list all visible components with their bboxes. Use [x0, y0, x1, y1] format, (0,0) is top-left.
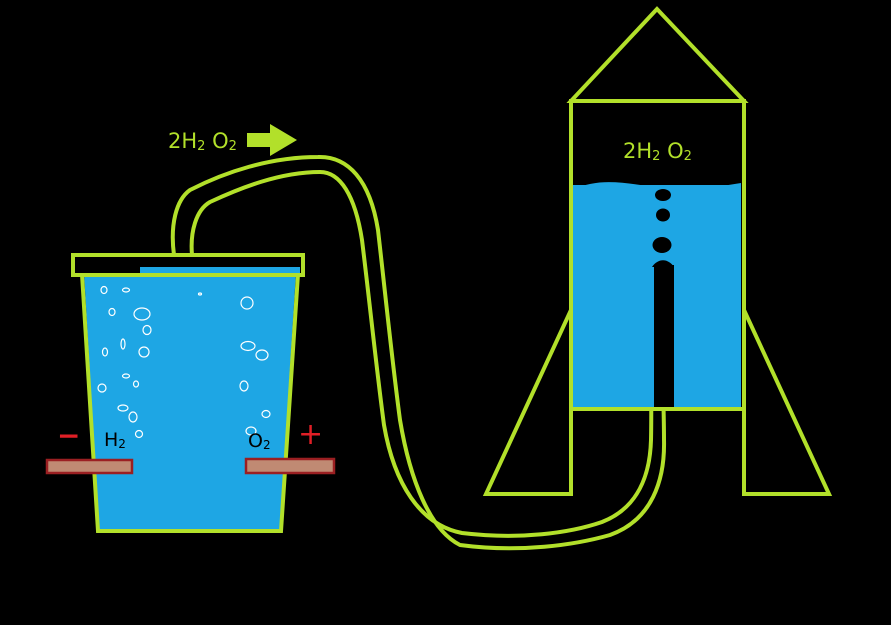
- rocket-right-fin: [742, 309, 833, 496]
- anode-gas-label: O2: [248, 430, 271, 452]
- bubble: [120, 338, 126, 350]
- cup-bubbles: [97, 285, 271, 439]
- anode-sign: +: [298, 417, 323, 452]
- bubble: [197, 292, 203, 296]
- bubble: [108, 307, 116, 317]
- gas-bubble: [652, 237, 672, 253]
- gas-bubble: [655, 189, 671, 201]
- gas-hose: [170, 154, 667, 551]
- rocket-nose-cone: [566, 6, 749, 103]
- flow-arrow-icon: [247, 124, 297, 156]
- hose-outer-wall: [170, 154, 667, 551]
- bubble: [133, 307, 151, 321]
- bubble: [240, 340, 256, 352]
- bubble: [117, 404, 129, 412]
- lid-water-line: [140, 267, 300, 273]
- cup-water: [84, 272, 296, 530]
- bubble: [128, 411, 138, 423]
- rocket: [482, 6, 833, 496]
- hose-channel-top: [652, 260, 674, 267]
- rocket-left-fin: [482, 309, 573, 496]
- arrow-label: 2H2 O2: [168, 129, 237, 154]
- bubble: [121, 373, 131, 379]
- gas-bubble: [656, 208, 670, 222]
- electrolysis-cup: [71, 253, 305, 533]
- bubble: [261, 409, 271, 419]
- bubble: [239, 380, 249, 392]
- cathode-sign: −: [57, 419, 80, 452]
- bubble: [97, 383, 107, 393]
- bubble: [132, 380, 140, 388]
- bubble: [138, 346, 150, 358]
- bubble: [245, 426, 257, 436]
- tank-gas-label: 2H2 O2: [623, 139, 692, 164]
- bubble: [255, 349, 269, 361]
- bubble: [240, 296, 254, 310]
- bubble: [121, 287, 131, 293]
- hose-channel: [654, 265, 674, 410]
- bubble: [134, 429, 144, 439]
- anode-electrode: [244, 457, 336, 475]
- fuel-surface-wave: [573, 182, 741, 196]
- bubble: [101, 347, 109, 357]
- cathode-electrode: [45, 458, 134, 475]
- bubble: [142, 324, 152, 336]
- hose-inner-wall: [189, 170, 654, 538]
- cathode-gas-label: H2: [104, 429, 126, 451]
- bubble: [100, 285, 108, 295]
